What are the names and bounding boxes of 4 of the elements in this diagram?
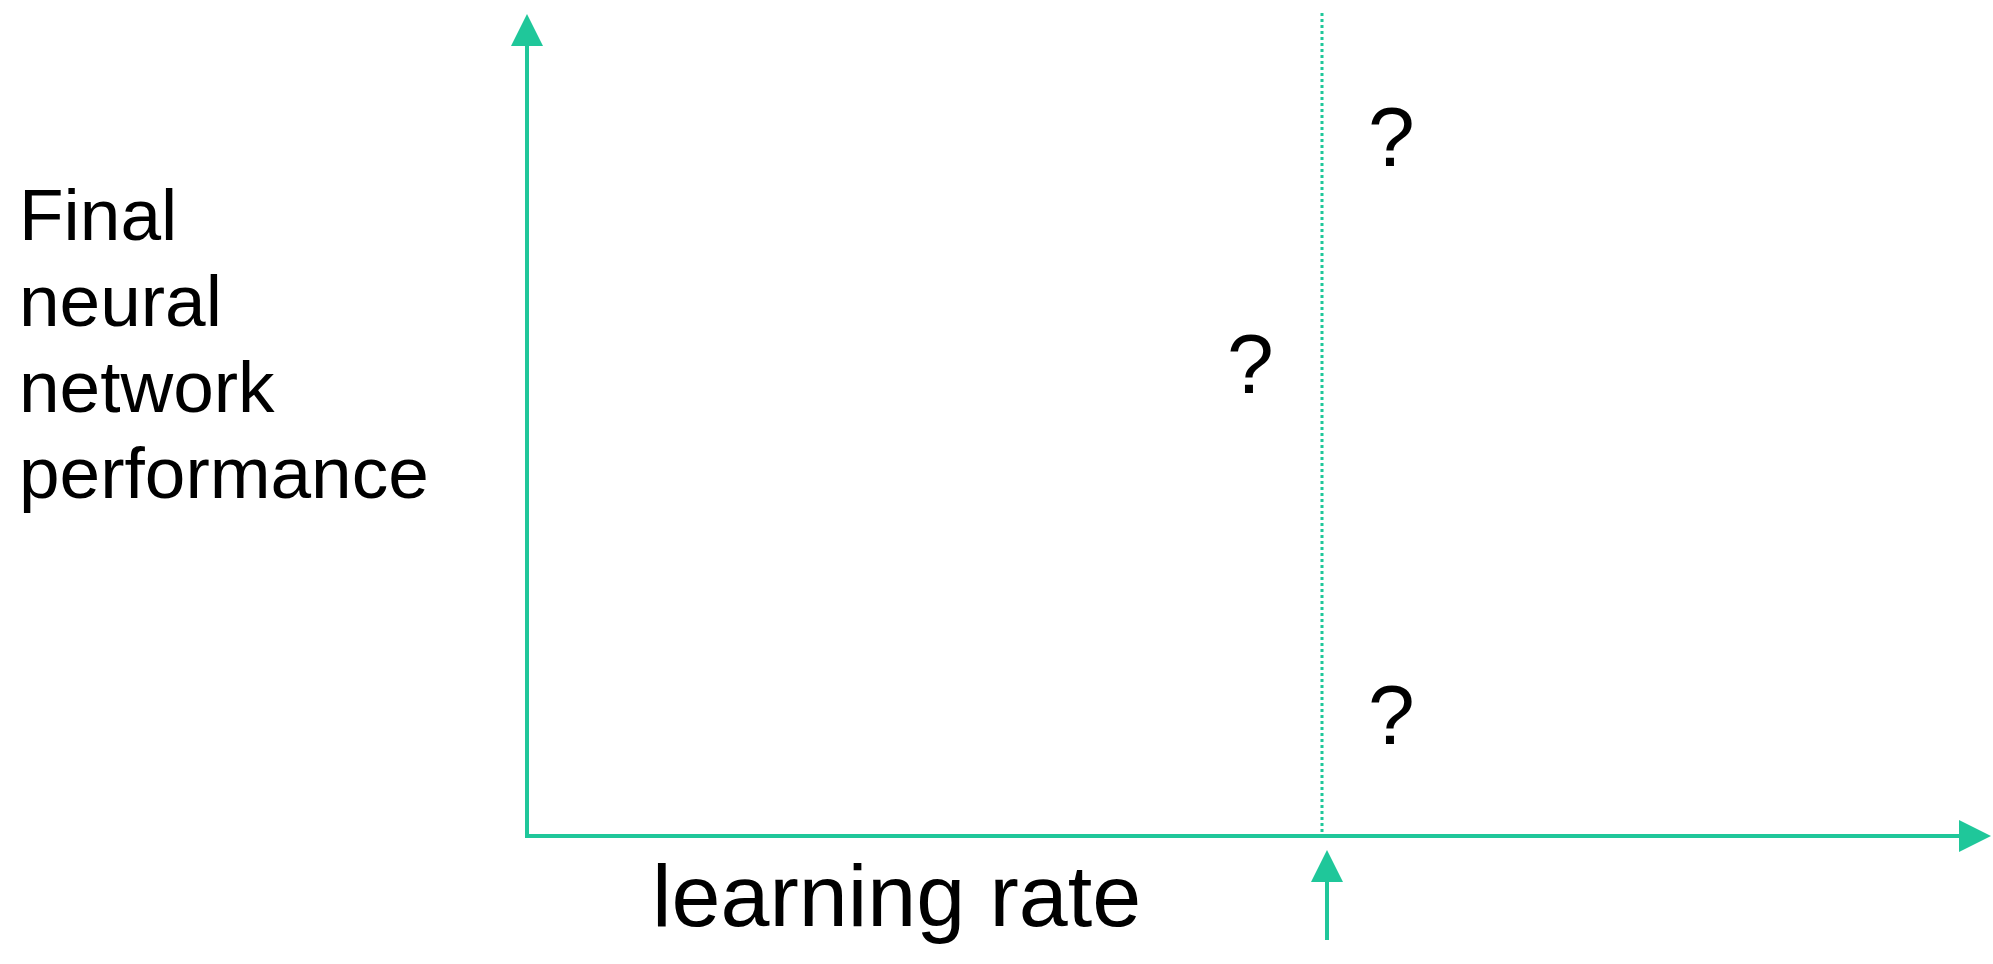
axis-label: ? — [1368, 95, 1415, 179]
axis-title: Final neural network performance — [19, 173, 429, 516]
axis-label: ? — [1227, 322, 1274, 406]
axis-label: ? — [1368, 673, 1415, 757]
